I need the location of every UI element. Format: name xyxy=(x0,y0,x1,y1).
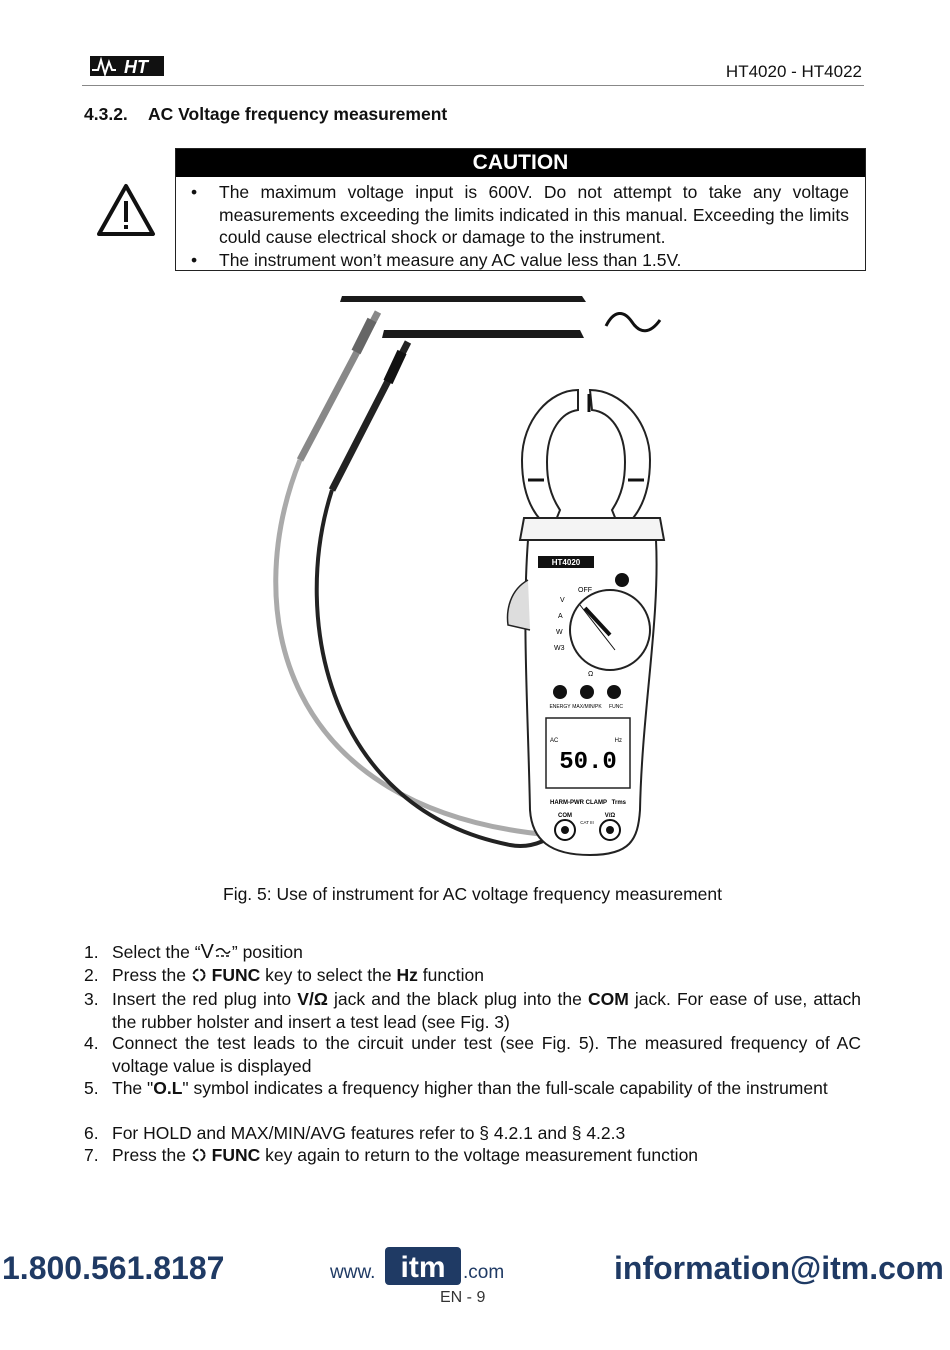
v-ohm-label: V/Ω xyxy=(605,813,616,819)
lcd-display xyxy=(545,717,631,789)
step-item: 3. Insert the red plug into V/Ω jack and… xyxy=(84,989,861,1032)
footer-web-suffix: .com xyxy=(463,1262,505,1283)
header-divider xyxy=(82,85,864,86)
cat-label: CAT III xyxy=(580,820,594,825)
section-number: 4.3.2. xyxy=(84,104,128,124)
rotary-dial xyxy=(569,589,651,671)
dial-label-ohm: Ω xyxy=(588,671,593,678)
lcd-mode: AC xyxy=(550,738,559,744)
black-probe-grip xyxy=(383,349,407,385)
step-item: 2. Press the FUNC key to select the Hz f… xyxy=(84,965,485,985)
ac-symbol-icon xyxy=(215,948,231,957)
maxmin-button xyxy=(580,685,594,699)
bullet-marker: • xyxy=(191,250,198,270)
clamp-jaw-left xyxy=(520,388,579,532)
clamp-jaw-right xyxy=(588,388,652,532)
footer-phone[interactable]: 1.800.561.8187 xyxy=(2,1250,225,1286)
conductor-top xyxy=(340,296,586,302)
step-item: 5. The "O.L" symbol indicates a frequenc… xyxy=(84,1078,828,1098)
dial-label-v: V xyxy=(560,597,565,604)
clamp-meter-figure: HT4020 OFF V A W W3 Ω ENERGY MAX/MIN/PK … xyxy=(273,296,666,857)
brand-label: HARM-PWR CLAMP xyxy=(550,800,607,806)
device-model-label: HT4020 xyxy=(552,558,581,567)
section-title: AC Voltage frequency measurement xyxy=(148,104,448,124)
maxmin-label: MAX/MIN/PK xyxy=(572,704,602,710)
dial-label-a: A xyxy=(558,613,563,620)
step-item: 4. Connect the test leads to the circuit… xyxy=(84,1033,861,1076)
caution-title: CAUTION xyxy=(176,149,865,177)
lcd-value: 50.0 xyxy=(559,749,617,776)
model-header: HT4020 - HT4022 xyxy=(725,62,862,81)
trms-label: Trms xyxy=(612,800,627,806)
func-label: FUNC xyxy=(609,704,623,710)
energy-button xyxy=(553,685,567,699)
func-button xyxy=(607,685,621,699)
dial-label-w3: W3 xyxy=(554,645,565,652)
energy-label: ENERGY xyxy=(549,704,571,710)
step-item: 7. Press the FUNC key again to return to… xyxy=(84,1145,699,1165)
func-icon xyxy=(192,1148,206,1162)
caution-item: The instrument won’t measure any AC valu… xyxy=(219,250,682,270)
step-item: 1. Select the “V” position xyxy=(84,941,303,963)
lcd-unit: Hz xyxy=(615,738,622,744)
black-lead-cable xyxy=(314,489,562,848)
func-icon xyxy=(192,968,206,982)
grey-probe-grip xyxy=(351,317,377,355)
logo-text: HT xyxy=(124,57,150,77)
step-item: 6. For HOLD and MAX/MIN/AVG features ref… xyxy=(84,1123,626,1143)
com-label: COM xyxy=(558,813,572,819)
page-number: EN - 9 xyxy=(440,1289,486,1306)
v-ac-symbol: V xyxy=(200,941,214,963)
caution-box: CAUTION • The maximum voltage input is 6… xyxy=(175,148,866,271)
svg-text:itm: itm xyxy=(401,1251,446,1284)
section-heading: 4.3.2. AC Voltage frequency measurement xyxy=(84,104,447,125)
hold-button-icon xyxy=(615,573,629,587)
ht-logo: HT xyxy=(90,56,164,78)
dial-label-off: OFF xyxy=(578,587,592,594)
trigger xyxy=(506,579,531,631)
caution-item: The maximum voltage input is 600V. Do no… xyxy=(219,182,849,247)
bullet-marker: • xyxy=(191,182,198,202)
warning-triangle-icon xyxy=(97,184,155,236)
footer-web-prefix: www. xyxy=(330,1262,376,1283)
ac-wave-symbol xyxy=(604,312,662,333)
footer-email[interactable]: information@itm.com xyxy=(614,1250,944,1286)
itm-logo[interactable]: itm xyxy=(385,1247,461,1285)
conductor-bottom xyxy=(382,330,584,338)
dial-label-w: W xyxy=(556,629,563,636)
figure-caption: Fig. 5: Use of instrument for AC voltage… xyxy=(223,884,722,904)
